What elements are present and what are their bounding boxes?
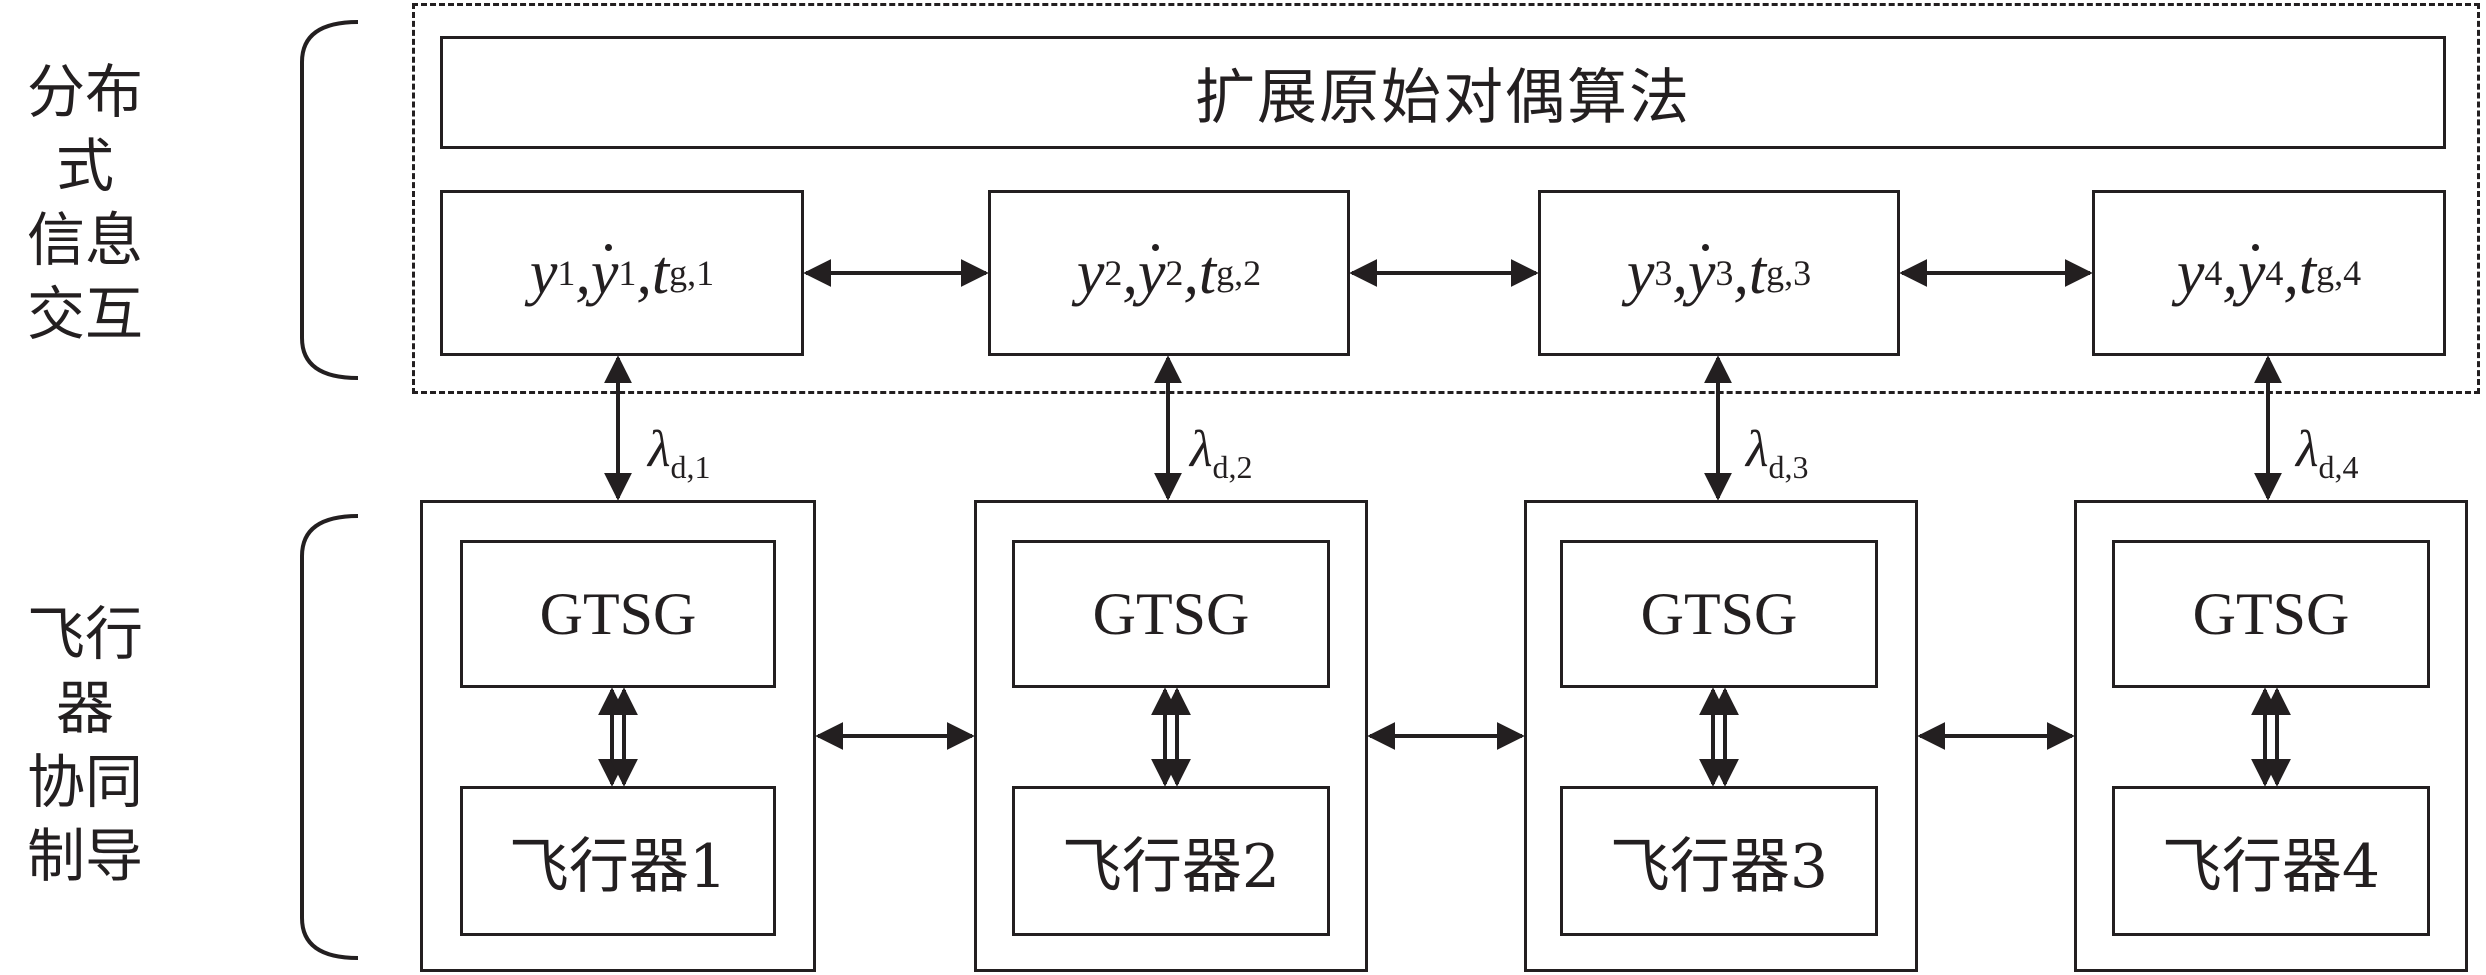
brace-top bbox=[300, 20, 359, 380]
algorithm-box: 扩展原始对偶算法 bbox=[440, 36, 2446, 149]
aircraft-label-1: 飞行器1 bbox=[508, 831, 728, 902]
lambda-label-3: λd,3 bbox=[1746, 421, 1809, 485]
lambda-label-1: λd,1 bbox=[648, 421, 711, 485]
algorithm-title: 扩展原始对偶算法 bbox=[1195, 63, 1691, 133]
gtsg-label-2: GTSG bbox=[1092, 580, 1250, 647]
aircraft-label-3: 飞行器3 bbox=[1609, 831, 1829, 902]
aircraft-box-2: 飞行器2 bbox=[1012, 786, 1330, 936]
gtsg-label-4: GTSG bbox=[2192, 580, 2350, 647]
gtsg-box-1: GTSG bbox=[460, 540, 776, 688]
aircraft-label-2: 飞行器2 bbox=[1061, 831, 1281, 902]
gtsg-box-4: GTSG bbox=[2112, 540, 2430, 688]
aircraft-box-3: 飞行器3 bbox=[1560, 786, 1878, 936]
gtsg-box-3: GTSG bbox=[1560, 540, 1878, 688]
gtsg-label-3: GTSG bbox=[1640, 580, 1798, 647]
brace-bottom bbox=[300, 514, 359, 960]
aircraft-box-1: 飞行器1 bbox=[460, 786, 776, 936]
distributed-layer-frame bbox=[412, 3, 2480, 394]
aircraft-box-4: 飞行器4 bbox=[2112, 786, 2430, 936]
gtsg-box-2: GTSG bbox=[1012, 540, 1330, 688]
aircraft-label-4: 飞行器4 bbox=[2161, 831, 2381, 902]
lambda-label-4: λd,4 bbox=[2296, 421, 2359, 485]
lambda-label-2: λd,2 bbox=[1190, 421, 1253, 485]
gtsg-label-1: GTSG bbox=[539, 580, 697, 647]
